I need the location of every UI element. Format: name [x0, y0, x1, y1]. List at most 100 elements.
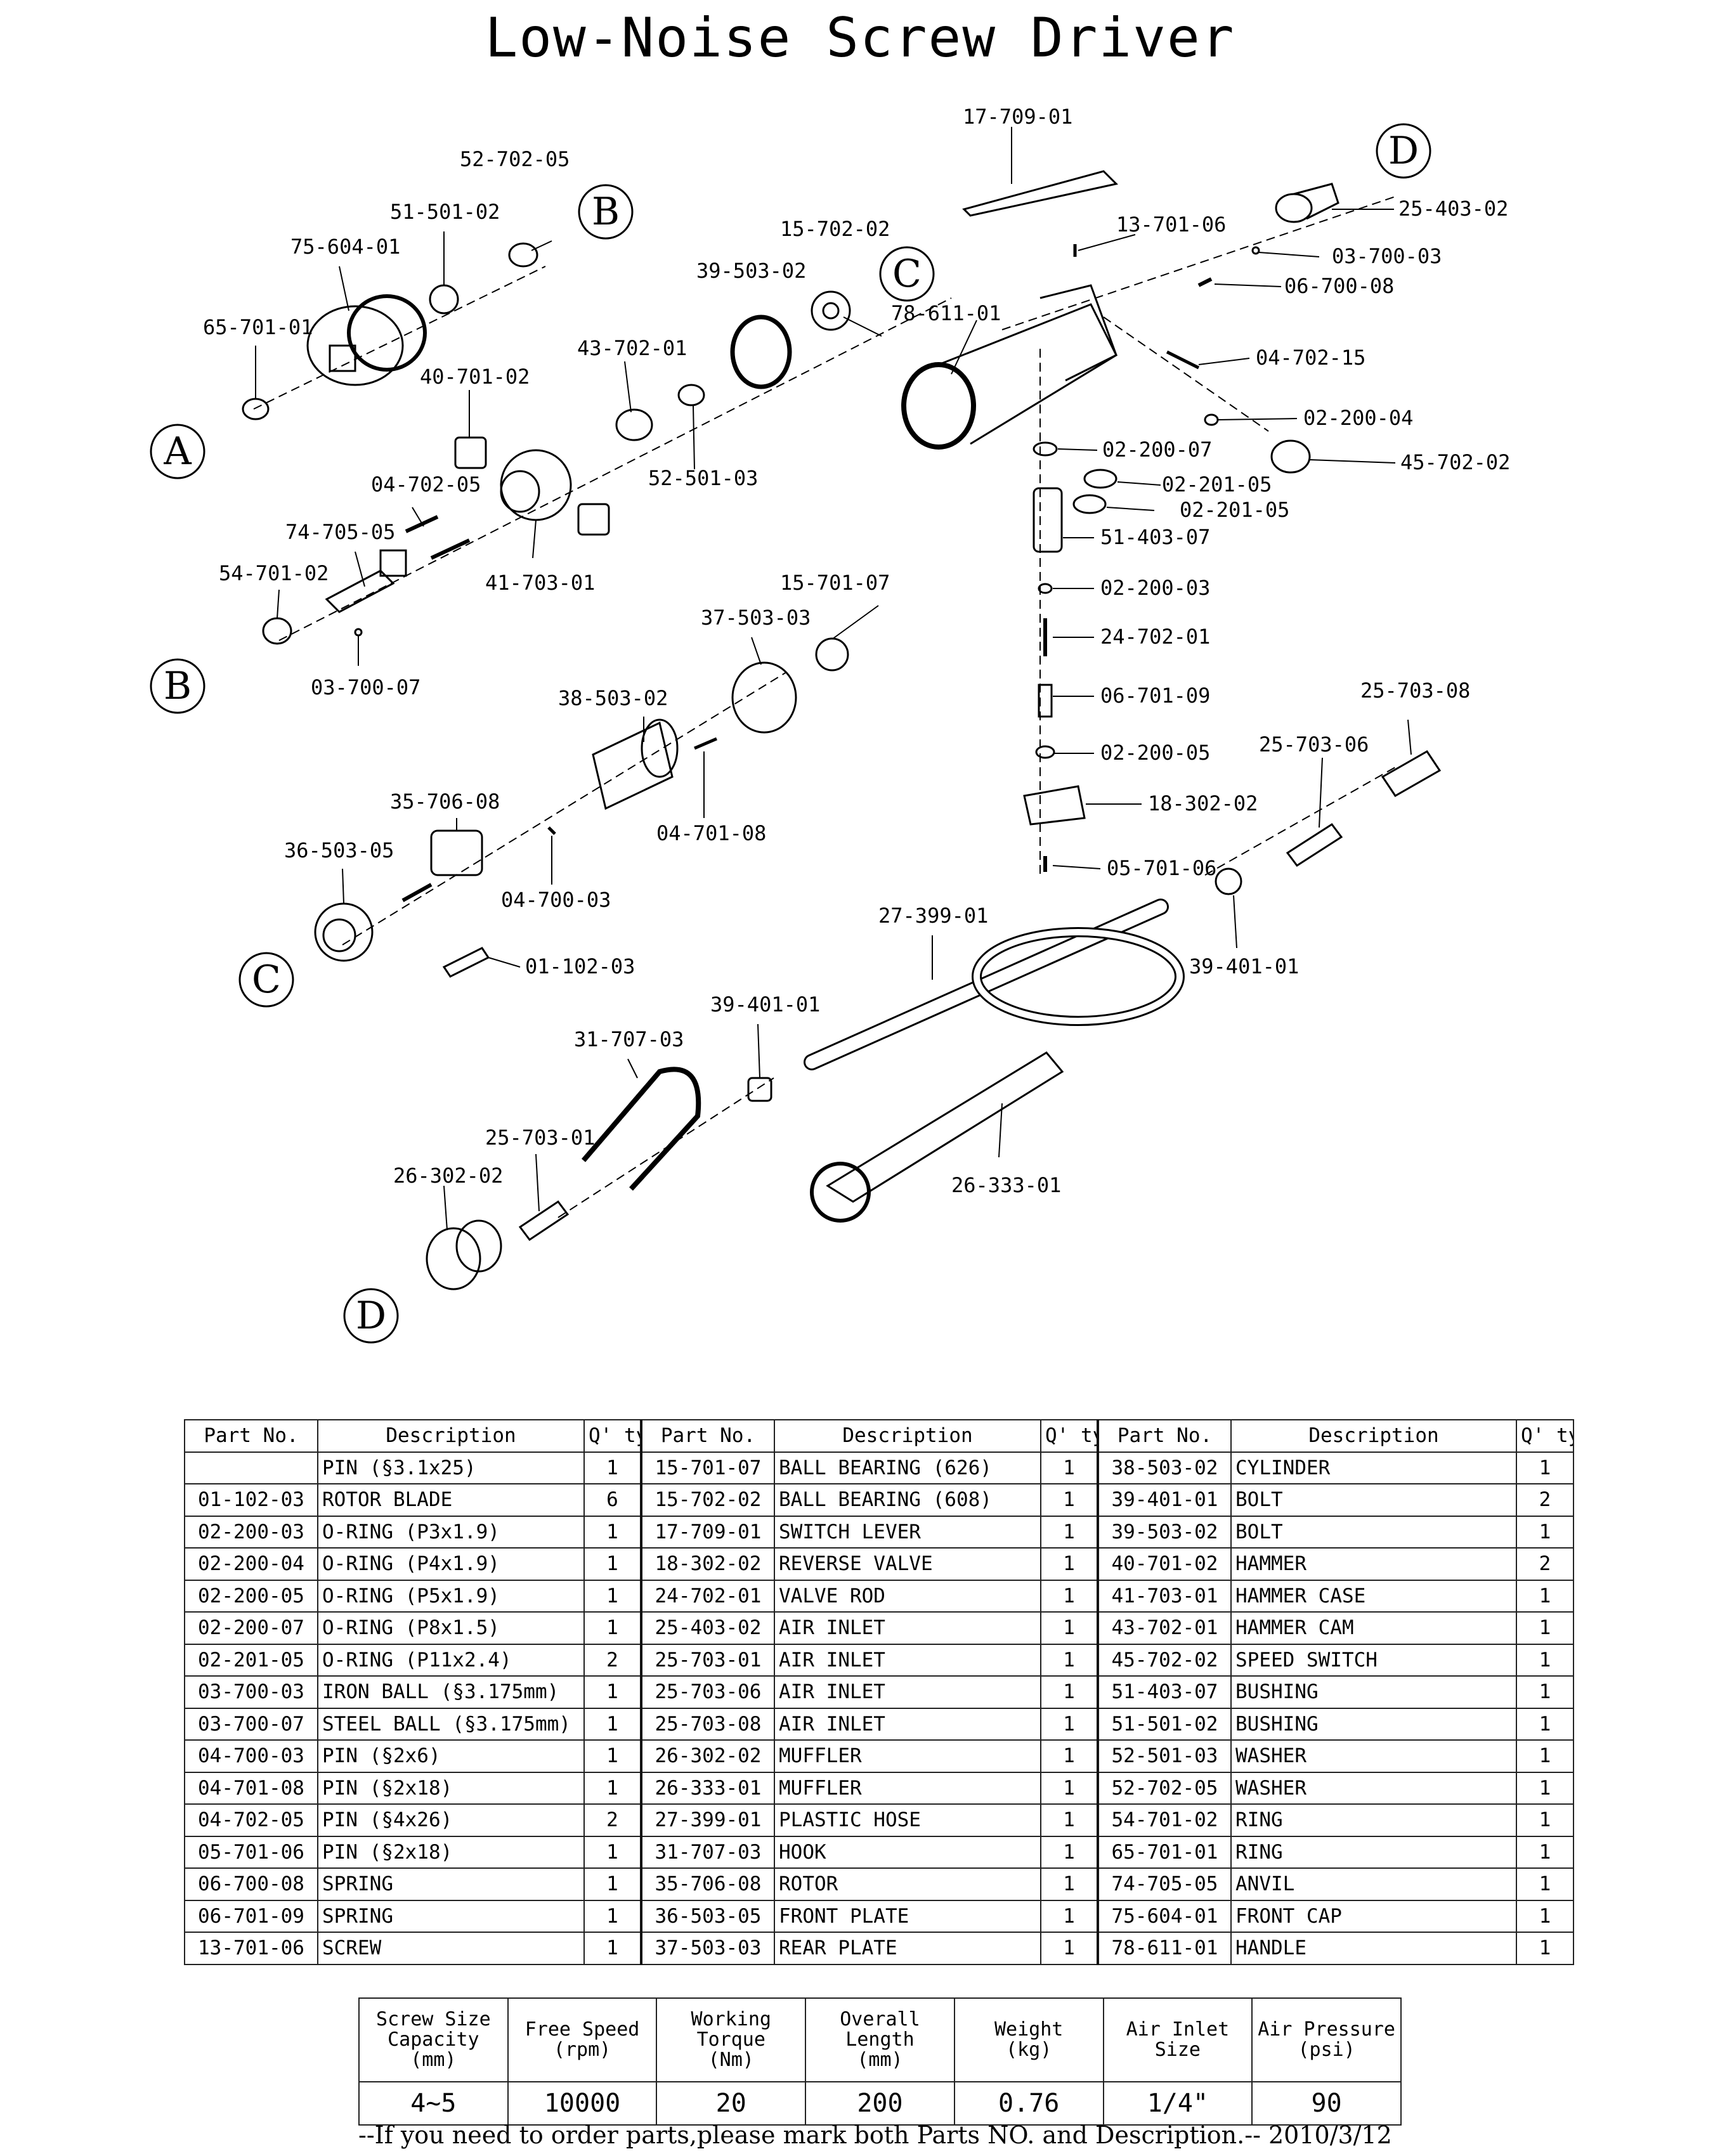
order-note: --If you need to order parts,please mark…	[358, 2121, 1392, 2149]
label-06-701-09: 06-701-09	[1100, 684, 1210, 708]
label-39-503-02: 39-503-02	[696, 259, 806, 283]
label-25-703-08: 25-703-08	[1360, 679, 1470, 703]
label-75-604-01: 75-604-01	[290, 235, 400, 259]
cell-qty: 1	[583, 1835, 642, 1869]
cell-part-no: 15-702-02	[640, 1483, 775, 1517]
cell-qty: 1	[1040, 1579, 1098, 1613]
cell-part-no: 04-702-05	[184, 1803, 318, 1837]
cell-qty: 1	[1040, 1707, 1098, 1741]
cell-part-no: 02-200-04	[184, 1547, 318, 1581]
front-cap-part	[306, 294, 427, 386]
cell-part-no: 06-700-08	[184, 1867, 318, 1901]
label-02-201-05-a: 02-201-05	[1162, 472, 1272, 497]
spec-screw-size: 4~5	[358, 2081, 509, 2126]
spec-length: 200	[805, 2081, 955, 2126]
cell-part-no: 26-333-01	[640, 1771, 775, 1805]
callout-circle-b-top	[578, 184, 634, 240]
cell-qty: 1	[1040, 1451, 1098, 1484]
cell-description: RING	[1230, 1803, 1517, 1837]
cell-description: SPEED SWITCH	[1230, 1643, 1517, 1677]
label-52-501-03: 52-501-03	[648, 466, 758, 490]
callout-letter-a: A	[163, 429, 192, 474]
spec-value-row: 4~5 10000 20 200 0.76 1/4" 90	[358, 2081, 1402, 2126]
cell-qty: 2	[1516, 1547, 1574, 1581]
header-qty-1: Q' ty	[583, 1419, 642, 1453]
label-02-200-07: 02-200-07	[1102, 438, 1212, 462]
callout-letter-c-top: C	[892, 252, 922, 296]
cell-part-no: 25-703-08	[640, 1707, 775, 1741]
cell-part-no: 04-701-08	[184, 1771, 318, 1805]
label-25-703-01: 25-703-01	[485, 1126, 595, 1150]
label-25-403-02: 25-403-02	[1398, 197, 1508, 221]
cell-description: PIN (§2x6)	[317, 1739, 585, 1773]
spec-header-weight: Weight (kg)	[953, 1997, 1104, 2082]
label-01-102-03: 01-102-03	[525, 954, 635, 978]
cell-qty: 1	[583, 1675, 642, 1709]
header-part-no-2: Part No.	[640, 1419, 775, 1453]
label-02-200-04: 02-200-04	[1303, 406, 1413, 430]
label-24-702-01: 24-702-01	[1100, 625, 1210, 649]
cell-description: BALL BEARING (608)	[774, 1483, 1041, 1517]
cell-part-no: 52-501-03	[1097, 1739, 1232, 1773]
cell-qty: 1	[1040, 1899, 1098, 1933]
cell-qty: 1	[583, 1579, 642, 1613]
cell-qty: 1	[1040, 1611, 1098, 1645]
cell-part-no: 52-702-05	[1097, 1771, 1232, 1805]
cell-qty: 1	[1040, 1835, 1098, 1869]
cell-qty: 1	[1516, 1932, 1574, 1965]
label-03-700-03: 03-700-03	[1332, 244, 1442, 268]
callout-letter-d-bottom: D	[356, 1294, 386, 1338]
cell-description: BOLT	[1230, 1515, 1517, 1549]
label-26-302-02: 26-302-02	[393, 1164, 503, 1188]
label-04-702-05: 04-702-05	[371, 472, 481, 497]
cell-part-no: 65-701-01	[1097, 1835, 1232, 1869]
cell-part-no: 31-707-03	[640, 1835, 775, 1869]
cell-description: PLASTIC HOSE	[774, 1803, 1041, 1837]
cell-description: HAMMER CAM	[1230, 1611, 1517, 1645]
callout-letter-d-top: D	[1388, 129, 1419, 173]
cell-part-no: 02-201-05	[184, 1643, 318, 1677]
cell-qty: 1	[1040, 1643, 1098, 1677]
label-04-702-15: 04-702-15	[1256, 346, 1365, 370]
cell-part-no: 02-200-05	[184, 1579, 318, 1613]
cell-qty: 2	[583, 1803, 642, 1837]
label-02-200-03: 02-200-03	[1100, 576, 1210, 600]
cell-description: FRONT CAP	[1230, 1899, 1517, 1933]
label-17-709-01: 17-709-01	[963, 105, 1072, 129]
cell-description: HOOK	[774, 1835, 1041, 1869]
cell-part-no: 78-611-01	[1097, 1932, 1232, 1965]
cell-qty: 1	[1516, 1867, 1574, 1901]
cell-description: AIR INLET	[774, 1707, 1041, 1741]
spec-header-free-speed: Free Speed (rpm)	[507, 1997, 658, 2082]
cell-description: RING	[1230, 1835, 1517, 1869]
cell-qty: 1	[1040, 1515, 1098, 1549]
label-52-702-05: 52-702-05	[460, 147, 570, 171]
cell-part-no: 03-700-03	[184, 1675, 318, 1709]
spec-header-air-inlet: Air Inlet Size	[1102, 1997, 1253, 2082]
header-description-2: Description	[774, 1419, 1041, 1453]
spec-header-screw-size: Screw Size Capacity (mm)	[358, 1997, 509, 2082]
cell-description: PIN (§4x26)	[317, 1803, 585, 1837]
cell-qty: 1	[1516, 1515, 1574, 1549]
cell-qty: 1	[1516, 1611, 1574, 1645]
cell-part-no: 18-302-02	[640, 1547, 775, 1581]
cell-description: BUSHING	[1230, 1675, 1517, 1709]
cell-part-no: 51-501-02	[1097, 1707, 1232, 1741]
cell-part-no: 02-200-07	[184, 1611, 318, 1645]
spec-header-torque: Working Torque (Nm)	[656, 1997, 807, 2082]
cell-description: O-RING (P4x1.9)	[317, 1547, 585, 1581]
label-25-703-06: 25-703-06	[1259, 732, 1369, 757]
callout-letter-b-bottom: B	[164, 664, 192, 708]
cell-qty: 1	[583, 1611, 642, 1645]
label-03-700-07: 03-700-07	[311, 675, 420, 699]
callout-circle-d-top	[1376, 123, 1431, 179]
cell-description: PIN (§3.1x25)	[317, 1451, 585, 1484]
